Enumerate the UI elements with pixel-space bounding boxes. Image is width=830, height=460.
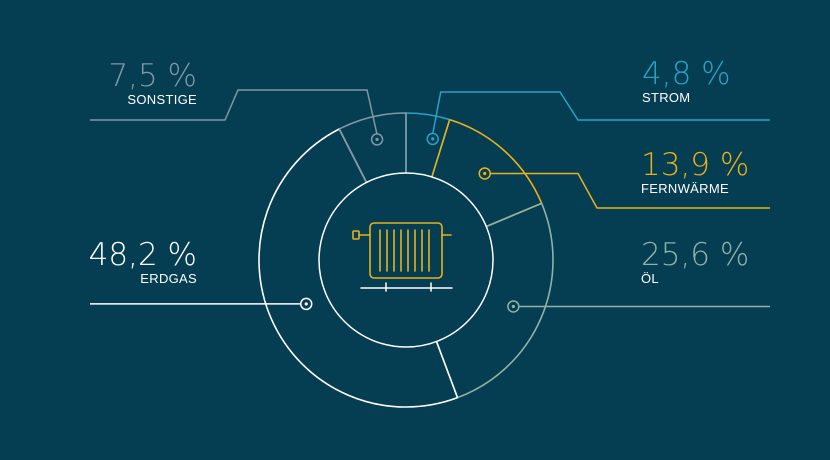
category-label-fernwaerme: FERNWÄRME (641, 181, 729, 196)
value-label-erdgas: 48,2 % (89, 237, 197, 273)
marker-core-fernwaerme (483, 171, 487, 176)
value-label-oel: 25,6 % (641, 237, 749, 273)
slice-edge-fernwaerme (431, 119, 451, 178)
leader-strom (431, 91, 770, 135)
slice-oel (435, 203, 554, 399)
category-label-sonstige: SONSTIGE (127, 92, 197, 107)
marker-core-strom (431, 137, 435, 141)
slice-edge-oel (485, 202, 542, 228)
slice-sonstige (338, 112, 407, 173)
marker-core-sonstige (375, 137, 379, 142)
category-label-erdgas: ERDGAS (140, 271, 197, 286)
value-label-strom: 4,8 % (642, 56, 731, 92)
category-label-strom: STROM (642, 90, 690, 105)
slice-erdgas (258, 127, 458, 408)
slice-strom (405, 112, 451, 178)
slice-edge-erdgas (435, 341, 459, 398)
slice-fernwaerme (449, 118, 543, 228)
marker-core-oel (511, 304, 515, 309)
value-label-fernwaerme: 13,9 % (641, 147, 749, 183)
marker-core-erdgas (304, 302, 308, 306)
radiator-icon (318, 172, 494, 348)
leader-fernwaerme (489, 172, 770, 209)
slice-edge-sonstige (338, 128, 368, 183)
category-label-oel: ÖL (641, 271, 659, 286)
value-label-sonstige: 7,5 % (108, 58, 197, 94)
leader-sonstige (90, 89, 378, 135)
